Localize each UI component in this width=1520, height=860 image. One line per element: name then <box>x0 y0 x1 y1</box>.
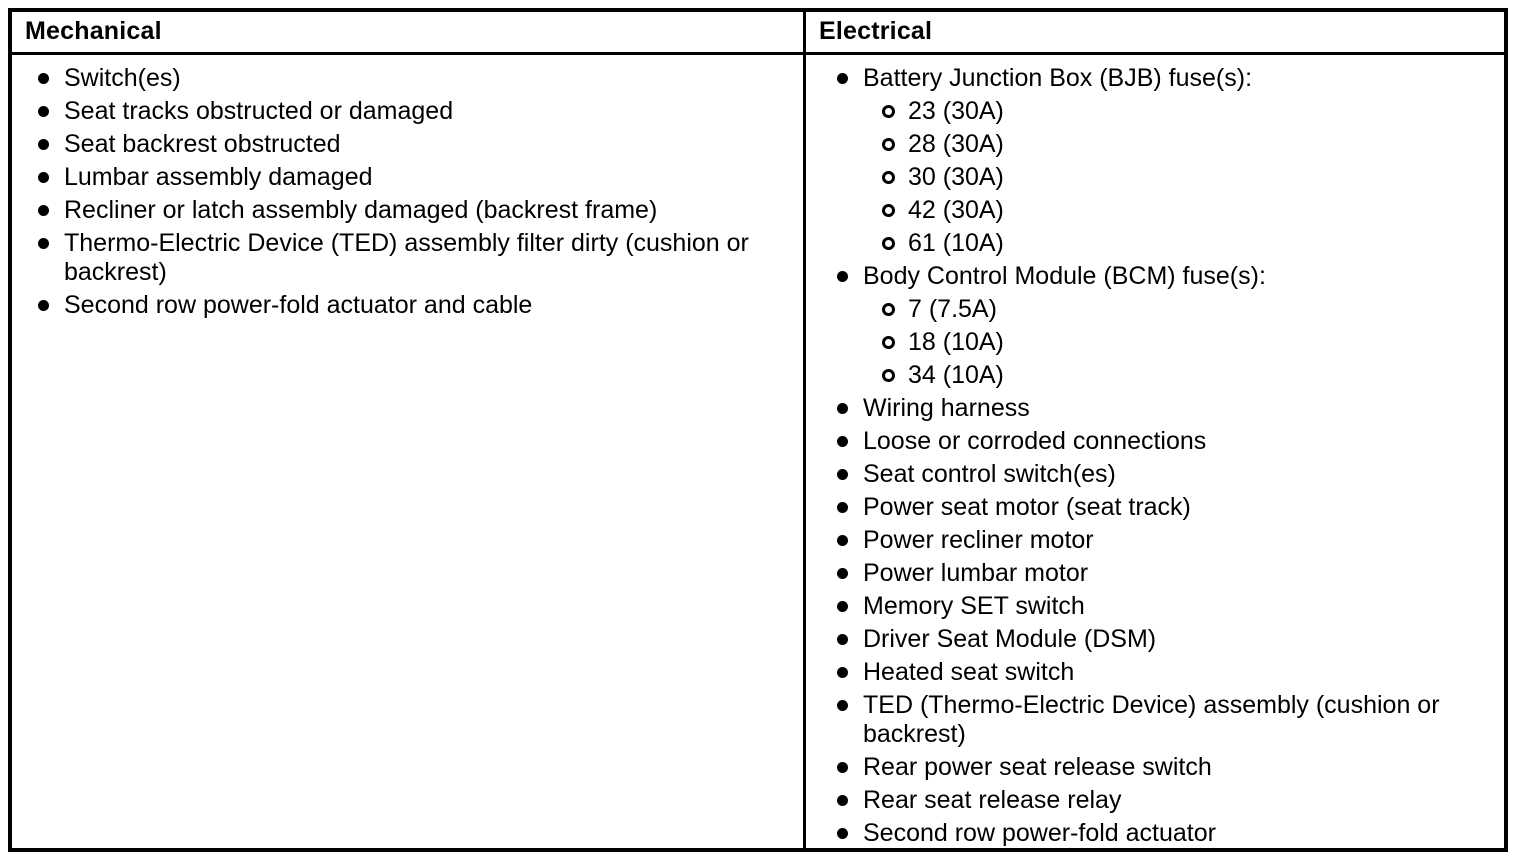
bullet-icon <box>837 436 848 447</box>
bullet-icon <box>837 795 848 806</box>
mechanical-list: Switch(es) Seat tracks obstructed or dam… <box>12 55 803 848</box>
list-item: Seat backrest obstructed <box>12 130 795 159</box>
bullet-icon <box>837 700 848 711</box>
bullet-icon <box>38 300 49 311</box>
bullet-icon <box>38 106 49 117</box>
sub-bullet-icon <box>882 369 895 382</box>
bullet-icon <box>38 73 49 84</box>
mechanical-column: Mechanical Switch(es) Seat tracks obstru… <box>12 12 803 848</box>
bullet-icon <box>837 762 848 773</box>
sub-list-item: 28 (30A) <box>806 130 1496 159</box>
bullet-icon <box>837 634 848 645</box>
sub-list-item: 30 (30A) <box>806 163 1496 192</box>
bullet-icon <box>837 828 848 839</box>
list-item: Seat control switch(es) <box>806 460 1496 489</box>
list-item: Body Control Module (BCM) fuse(s): <box>806 262 1496 291</box>
list-item: Seat tracks obstructed or damaged <box>12 97 795 126</box>
sub-bullet-icon <box>882 105 895 118</box>
diagnostic-table: Mechanical Switch(es) Seat tracks obstru… <box>8 8 1508 852</box>
list-item: Rear power seat release switch <box>806 753 1496 782</box>
list-item: Recliner or latch assembly damaged (back… <box>12 196 795 225</box>
list-item: Power lumbar motor <box>806 559 1496 588</box>
bullet-icon <box>837 502 848 513</box>
sub-list-item: 42 (30A) <box>806 196 1496 225</box>
sub-bullet-icon <box>882 237 895 250</box>
list-item: Thermo-Electric Device (TED) assembly fi… <box>12 229 795 287</box>
list-item: TED (Thermo-Electric Device) assembly (c… <box>806 691 1496 749</box>
sub-bullet-icon <box>882 171 895 184</box>
bullet-icon <box>837 73 848 84</box>
bullet-icon <box>837 271 848 282</box>
sub-list-item: 34 (10A) <box>806 361 1496 390</box>
electrical-list: Battery Junction Box (BJB) fuse(s): 23 (… <box>806 55 1504 848</box>
sub-list-item: 18 (10A) <box>806 328 1496 357</box>
list-item: Power seat motor (seat track) <box>806 493 1496 522</box>
bullet-icon <box>837 469 848 480</box>
electrical-column: Electrical Battery Junction Box (BJB) fu… <box>803 12 1504 848</box>
bullet-icon <box>837 568 848 579</box>
sub-list-item: 23 (30A) <box>806 97 1496 126</box>
sub-bullet-icon <box>882 303 895 316</box>
list-item: Rear seat release relay <box>806 786 1496 815</box>
bullet-icon <box>837 535 848 546</box>
list-item: Driver Seat Module (DSM) <box>806 625 1496 654</box>
bullet-icon <box>38 172 49 183</box>
bullet-icon <box>38 139 49 150</box>
sub-list-item: 7 (7.5A) <box>806 295 1496 324</box>
sub-list-item: 61 (10A) <box>806 229 1496 258</box>
sub-bullet-icon <box>882 138 895 151</box>
bullet-icon <box>837 667 848 678</box>
mechanical-header: Mechanical <box>12 12 803 55</box>
sub-bullet-icon <box>882 204 895 217</box>
list-item: Power recliner motor <box>806 526 1496 555</box>
list-item: Lumbar assembly damaged <box>12 163 795 192</box>
bullet-icon <box>38 238 49 249</box>
bullet-icon <box>38 205 49 216</box>
electrical-header: Electrical <box>806 12 1504 55</box>
bullet-icon <box>837 601 848 612</box>
list-item: Switch(es) <box>12 64 795 93</box>
list-item: Second row power-fold actuator and cable <box>12 291 795 320</box>
list-item: Heated seat switch <box>806 658 1496 687</box>
list-item: Loose or corroded connections <box>806 427 1496 456</box>
list-item: Battery Junction Box (BJB) fuse(s): <box>806 64 1496 93</box>
list-item: Second row power-fold actuator <box>806 819 1496 848</box>
bullet-icon <box>837 403 848 414</box>
list-item: Wiring harness <box>806 394 1496 423</box>
list-item: Memory SET switch <box>806 592 1496 621</box>
sub-bullet-icon <box>882 336 895 349</box>
